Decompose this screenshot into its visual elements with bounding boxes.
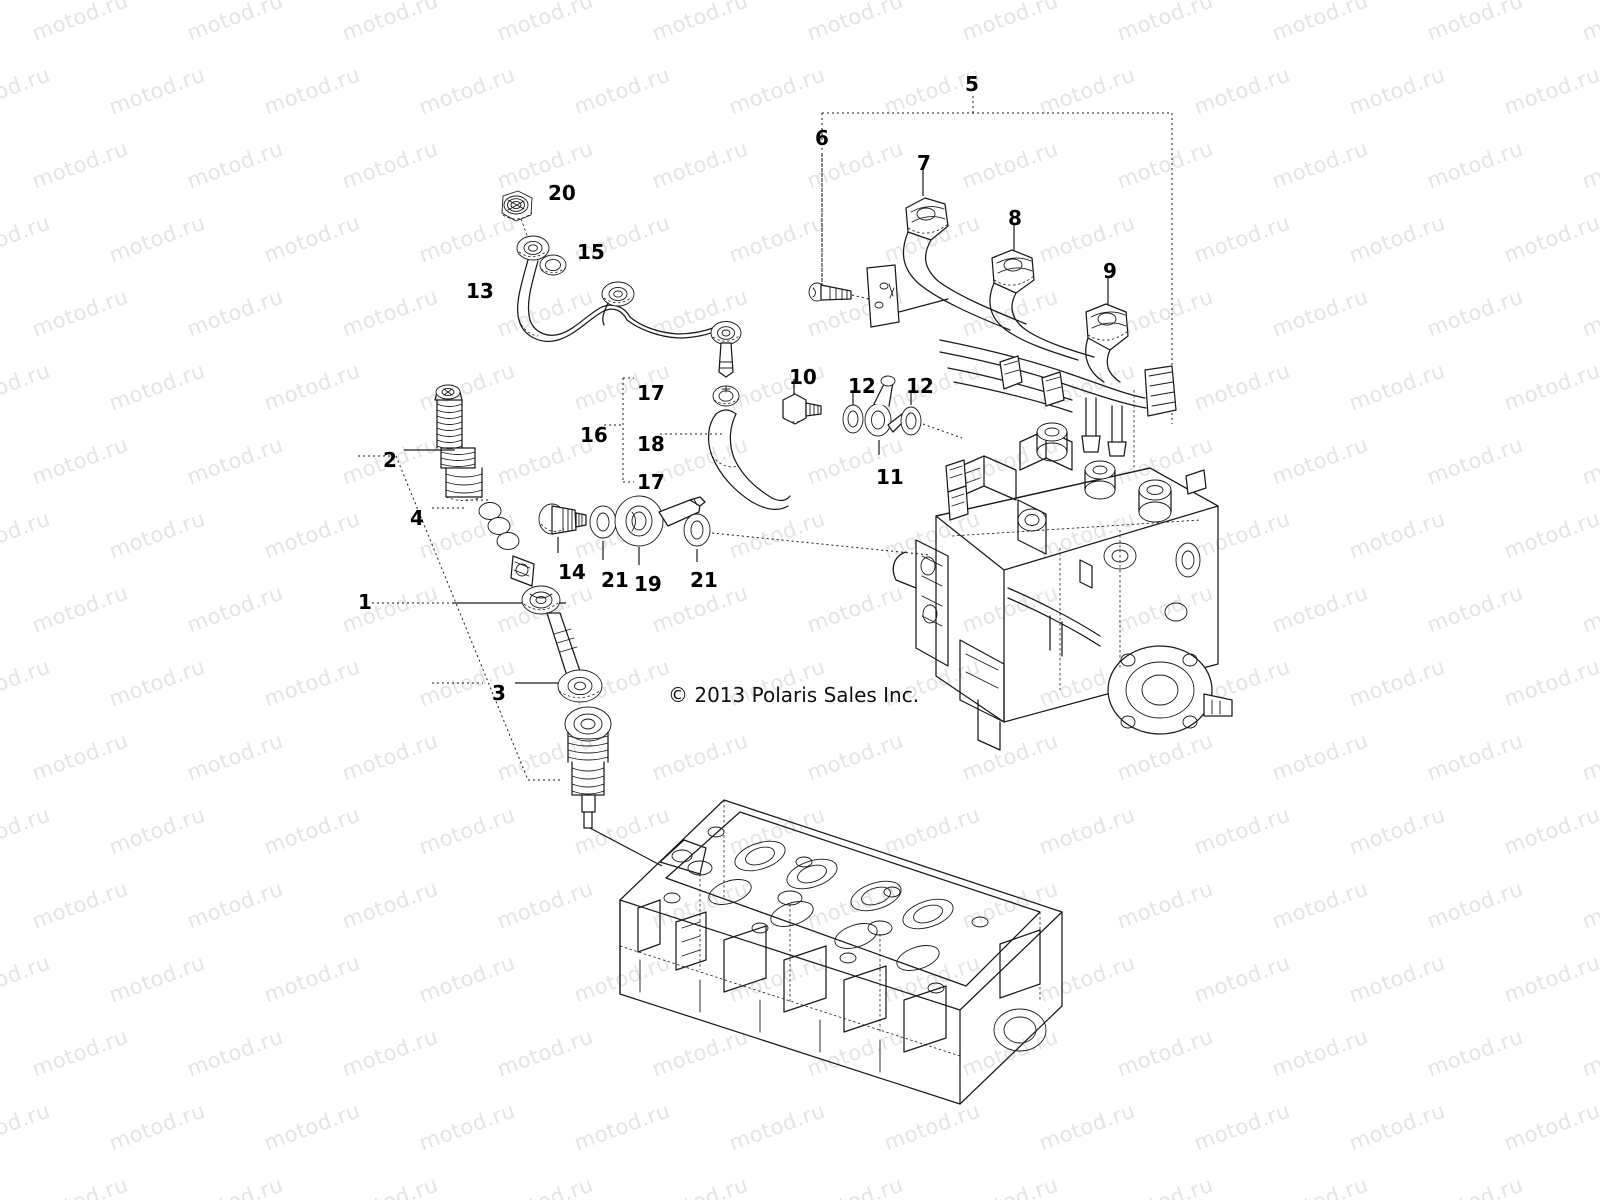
pump-fuel-inlet <box>945 459 969 521</box>
copper-washer-left <box>589 505 617 560</box>
callout-hose-clamp-upper: 17 <box>637 381 665 405</box>
fuel-injector-body <box>436 399 483 501</box>
callout-mounting-bolt: 6 <box>815 126 829 150</box>
mounting-bolt <box>808 282 852 302</box>
callout-injector-assembly-group: 1 <box>358 590 372 614</box>
leader-injector-to-head <box>589 827 663 867</box>
delivery-valve-2 <box>1084 460 1116 500</box>
rail-clamp-mid <box>1041 371 1065 407</box>
fuel-hose-assembly <box>604 377 791 511</box>
callout-copper-washer-left: 21 <box>601 568 629 592</box>
injection-line-set <box>902 168 1177 470</box>
injector-collar <box>521 585 561 615</box>
callout-fuel-return-hose: 18 <box>637 432 665 456</box>
injection-pump <box>892 422 1233 751</box>
return-line-eye-upper <box>516 235 550 261</box>
pump-drive-flange <box>1107 645 1233 735</box>
return-line-eye-mid <box>601 281 635 307</box>
callout-hollow-banjo-screw: 10 <box>789 365 817 389</box>
sealing-washer-upper <box>842 390 864 434</box>
banjo-parts-row <box>538 495 931 565</box>
copyright-notice: © 2013 Polaris Sales Inc. <box>668 683 920 707</box>
cylinder-head <box>619 799 1063 1105</box>
injection-line-cylinder-3 <box>1085 303 1129 383</box>
rail-clamp-left <box>999 355 1023 390</box>
cap-to-eye-link <box>520 218 529 239</box>
return-tube-main <box>516 259 628 342</box>
callout-banjo-bolt: 14 <box>558 560 586 584</box>
callout-sealing-washer-upper: 12 <box>848 374 876 398</box>
callout-banjo-fitting-elbow: 19 <box>634 572 662 596</box>
callout-sealing-washer-lower: 12 <box>906 374 934 398</box>
delivery-valve-1 <box>1036 422 1068 462</box>
delivery-valve-3 <box>1138 479 1172 523</box>
callout-injection-line-cylinder-1: 7 <box>917 151 931 175</box>
callout-copper-washer-right: 21 <box>690 568 718 592</box>
hose-clamp-upper <box>712 385 740 407</box>
injection-line-cylinder-2 <box>989 249 1095 361</box>
copper-washer-right <box>683 513 711 562</box>
injection-line-bracket <box>851 264 949 328</box>
return-line-eye-right <box>710 321 742 345</box>
callout-return-line-grommet: 15 <box>577 240 605 264</box>
callout-return-line-cap-nut: 20 <box>548 181 576 205</box>
leader-19-to-pump <box>711 532 931 556</box>
callout-injector-shim-set: 4 <box>410 506 424 530</box>
callout-injection-line-cylinder-2: 8 <box>1008 206 1022 230</box>
callout-injector-seal-washer: 3 <box>492 681 506 705</box>
callout-injection-line-cylinder-3: 9 <box>1103 259 1117 283</box>
fuel-return-line-assembly <box>501 190 742 378</box>
injection-line-cylinder-1 <box>902 197 1027 331</box>
injector-seal-washer <box>557 669 603 703</box>
injector-mid-fitting <box>510 555 535 587</box>
mount-bolt-and-bracket <box>808 264 949 328</box>
callout-fuel-hose-assembly-group: 16 <box>580 423 608 447</box>
injector-assembly-group <box>358 384 663 867</box>
fuel-feed-fitting <box>864 375 907 455</box>
callout-fuel-injector-nozzle: 2 <box>383 448 397 472</box>
injector-shim-set <box>478 502 520 550</box>
callout-fuel-feed-fitting: 11 <box>876 465 904 489</box>
callout-hose-clamp-lower: 17 <box>637 470 665 494</box>
rail-end-block <box>1144 365 1177 417</box>
banjo-fitting-elbow <box>614 495 706 565</box>
return-line-cap-nut <box>501 190 533 222</box>
hollow-banjo-screw <box>782 393 822 425</box>
banjo-screw-and-washers <box>782 375 963 455</box>
callout-injection-line-set-group: 5 <box>965 72 979 96</box>
sealing-washer-lower <box>900 390 963 439</box>
banjo-bolt <box>538 503 587 553</box>
return-line-grommet <box>539 254 567 276</box>
injector-nozzle-tip <box>564 706 612 829</box>
callout-fuel-return-line: 13 <box>466 279 494 303</box>
